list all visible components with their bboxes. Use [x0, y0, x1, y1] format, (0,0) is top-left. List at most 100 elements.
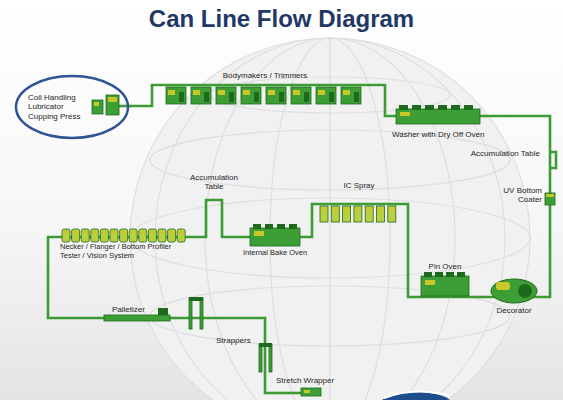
- conveyor-lines: [54, 85, 556, 393]
- washer-icon: [399, 105, 408, 110]
- strapper-icon: [269, 344, 272, 372]
- bodymaker-icon: [254, 92, 259, 102]
- conveyor-line: [188, 200, 240, 237]
- decorator-icon: [491, 279, 537, 303]
- ic-spray-icon: [322, 208, 327, 211]
- station-node: Accumulation Table: [188, 172, 240, 240]
- ic-spray-icon: [378, 208, 383, 211]
- station-label: Necker / Flanger / Bottom Profiler: [60, 243, 186, 252]
- logo-swoosh: [380, 392, 452, 400]
- conveyor-connector: [186, 236, 188, 239]
- station-node: UV Bottom Coater: [496, 182, 558, 214]
- necker-icon: [112, 231, 117, 234]
- conveyor-connector: [402, 204, 418, 297]
- ellipse-outline: [16, 76, 128, 138]
- bodymaker-icon: [329, 92, 334, 102]
- conveyor-line: [272, 392, 302, 395]
- strapper-icon: [200, 298, 203, 329]
- station-label: Palletizer: [112, 305, 170, 314]
- station-node: Necker / Flanger / Bottom ProfilerTester…: [54, 226, 186, 268]
- bodymaker-icon: [241, 87, 261, 104]
- washer-icon: [425, 105, 434, 110]
- station-label: Washer with Dry Off Oven: [392, 130, 484, 139]
- necker-icon: [72, 229, 80, 242]
- bodymaker-icon: [216, 87, 236, 104]
- washer-icon: [464, 105, 473, 110]
- necker-icon: [92, 231, 97, 234]
- conveyor-line: [160, 84, 370, 87]
- machine-icons: [62, 87, 555, 396]
- station-label: Coil Handling: [28, 93, 98, 102]
- bodymaker-icon: [304, 92, 309, 102]
- station-label: Decorator: [488, 306, 540, 315]
- conveyor-connector: [265, 374, 272, 393]
- necker-icon: [150, 231, 155, 234]
- necker-icon: [129, 229, 137, 242]
- bake-oven-icon: [277, 224, 285, 229]
- conveyor-connector: [130, 85, 160, 106]
- bodymaker-icon: [204, 92, 209, 102]
- decorator-icon: [518, 284, 532, 298]
- decorator-icon: [496, 282, 510, 290]
- palletizer-icon: [158, 308, 168, 315]
- conveyor-connector: [308, 204, 316, 237]
- station-label: Lubricator: [28, 102, 98, 111]
- station-ellipse: Coil HandlingLubricatorCupping Press: [14, 74, 130, 140]
- necker-icon: [140, 231, 145, 234]
- bodymaker-icon: [168, 90, 175, 95]
- strapper-icon: [189, 297, 203, 301]
- bake-oven-icon: [265, 224, 273, 229]
- palletizer-icon: [104, 315, 170, 321]
- ic-spray-icon: [333, 208, 338, 211]
- necker-icon: [91, 229, 99, 242]
- strapper-icon: [259, 343, 272, 347]
- bodymaker-icon: [268, 90, 275, 95]
- ic-spray-icon: [367, 208, 372, 211]
- necker-icon: [148, 229, 156, 242]
- ic-spray-icon: [354, 206, 362, 222]
- pin-oven-icon: [425, 280, 435, 285]
- necker-icon: [177, 229, 185, 242]
- bodymaker-icon: [293, 90, 300, 95]
- globe-parallel: [130, 198, 530, 278]
- necker-icon: [83, 231, 88, 234]
- conveyor-connector: [172, 317, 178, 320]
- necker-icon: [62, 229, 70, 242]
- pin-oven-icon: [446, 272, 454, 277]
- washer-icon: [451, 105, 460, 110]
- ic-spray-icon: [377, 206, 385, 222]
- ic-spray-icon: [389, 208, 394, 211]
- necker-icon: [169, 231, 174, 234]
- washer-icon: [396, 109, 480, 124]
- station-label: Bodymakers / Trimmers: [160, 71, 370, 80]
- uv-coater-icon: [545, 193, 555, 205]
- conveyor-connector: [370, 85, 392, 116]
- strapper-icon: [189, 298, 192, 329]
- necker-icon: [100, 229, 108, 242]
- bodymaker-icon: [243, 90, 250, 95]
- ic-spray-icon: [355, 208, 360, 211]
- diagram-title: Can Line Flow Diagram: [0, 5, 563, 33]
- station-label: Accumulation Table: [468, 149, 540, 158]
- pin-oven-icon: [424, 272, 432, 277]
- necker-icon: [158, 229, 166, 242]
- washer-icon: [400, 112, 410, 116]
- ic-spray-icon: [388, 206, 396, 222]
- station-node: Decorator: [488, 276, 540, 318]
- station-node: Stretch Wrapper: [272, 375, 342, 398]
- conveyor-connector: [472, 296, 488, 299]
- station-label: Stretch Wrapper: [276, 376, 340, 385]
- uv-coater-icon: [546, 194, 554, 197]
- station-label: Tester / Vision System: [60, 252, 186, 261]
- bodymaker-icon: [193, 90, 200, 95]
- cupping-press-icon: [108, 97, 117, 102]
- globe-parallel: [210, 77, 450, 113]
- conveyor-line: [316, 203, 402, 206]
- conveyor-line: [550, 152, 556, 168]
- station-label: IC Spray: [316, 181, 402, 190]
- bodymaker-icon: [166, 87, 186, 104]
- station-node: Internal Bake Oven: [242, 222, 308, 262]
- bodymaker-icon: [354, 92, 359, 102]
